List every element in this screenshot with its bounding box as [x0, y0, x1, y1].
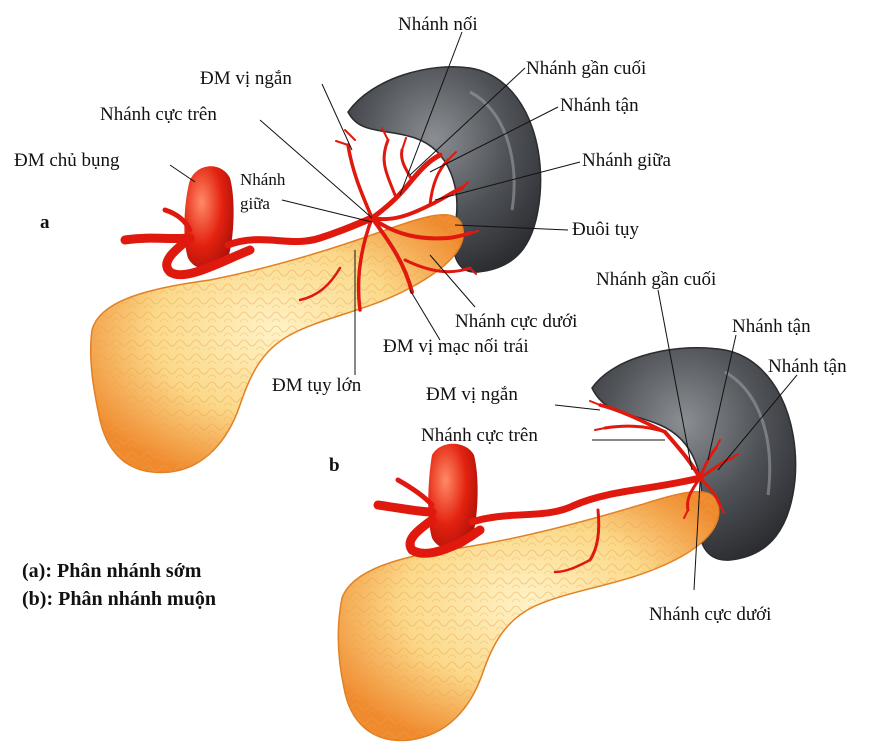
label-nhanh-noi-a: Nhánh nối — [398, 14, 478, 35]
label-dm-chu-bung-a: ĐM chủ bụng — [14, 150, 120, 171]
legend-item-a: (a): Phân nhánh sớm — [22, 560, 202, 582]
celiac-artery-b — [378, 444, 480, 553]
label-nhanh-gan-cuoi-b: Nhánh gần cuối — [596, 269, 716, 290]
label-dm-vi-ngan-b: ĐM vị ngắn — [426, 384, 518, 405]
label-dm-vi-mac-noi-trai-a: ĐM vị mạc nối trái — [383, 336, 529, 357]
label-nhanh-cuc-duoi-b: Nhánh cực dưới — [649, 604, 771, 625]
celiac-artery-a — [125, 166, 250, 274]
label-nhanh-gan-cuoi-a: Nhánh gần cuối — [526, 58, 646, 79]
label-nhanh-giua-line1-a: Nhánh — [240, 170, 286, 189]
label-nhanh-cuc-tren-a: Nhánh cực trên — [100, 104, 217, 125]
label-dm-tuy-lon-a: ĐM tụy lớn — [272, 375, 362, 396]
label-nhanh-cuc-tren-b: Nhánh cực trên — [421, 425, 538, 446]
legend-item-b: (b): Phân nhánh muộn — [22, 588, 216, 610]
figure-a: a Nhánh nối ĐM vị ngắn Nhánh gần cuối Nh… — [14, 14, 671, 472]
label-duoi-tuy-a: Đuôi tụy — [572, 219, 640, 240]
label-nhanh-cuc-duoi-a: Nhánh cực dưới — [455, 311, 577, 332]
figure-a-letter: a — [40, 212, 50, 233]
label-dm-vi-ngan-a: ĐM vị ngắn — [200, 68, 292, 89]
label-nhanh-giua-right-a: Nhánh giữa — [582, 150, 671, 171]
figure-b-letter: b — [329, 455, 340, 476]
legend: (a): Phân nhánh sớm (b): Phân nhánh muộn — [22, 560, 216, 610]
label-nhanh-tan-1-b: Nhánh tận — [732, 316, 811, 337]
label-nhanh-tan-a: Nhánh tận — [560, 95, 639, 116]
label-nhanh-tan-2-b: Nhánh tận — [768, 356, 847, 377]
label-nhanh-giua-line2-a: giữa — [240, 194, 270, 213]
